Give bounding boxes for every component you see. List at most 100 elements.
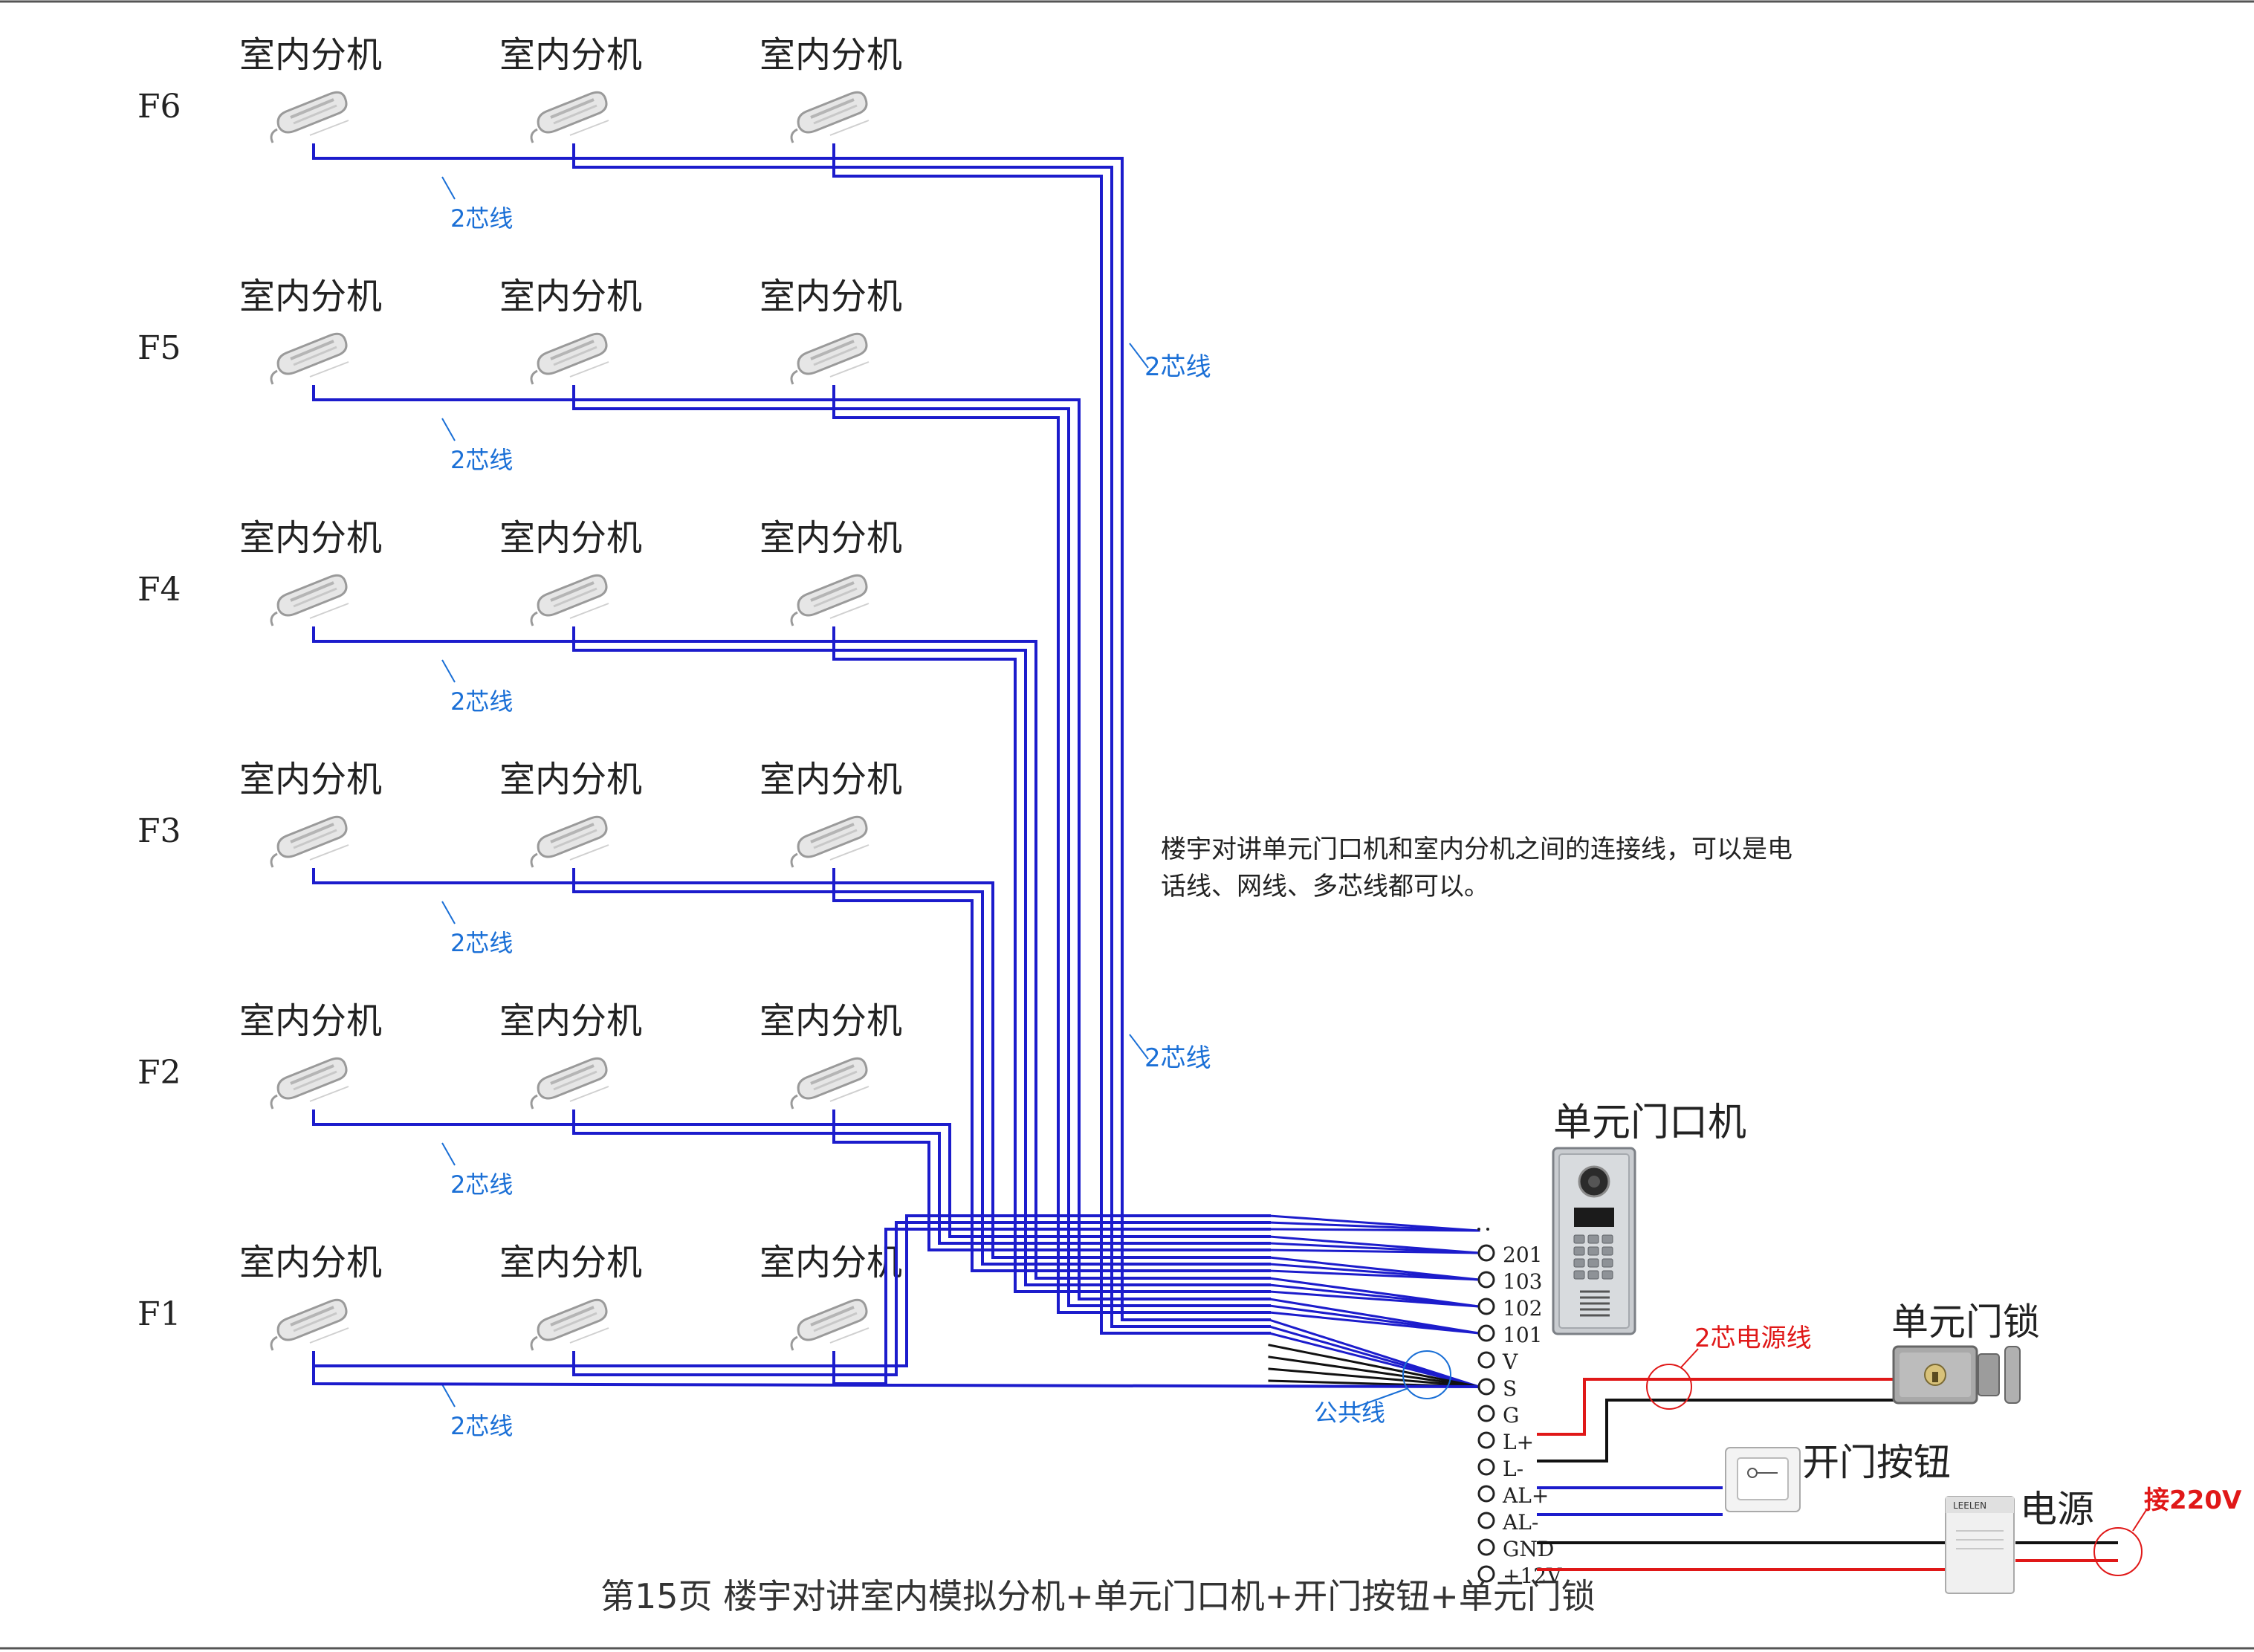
bus-layer (312, 143, 1481, 1389)
bus-conductor (572, 868, 1271, 1266)
terminal-label: 101 (1503, 1323, 1542, 1347)
terminal-screw (1477, 1244, 1495, 1262)
indoor-handset-icon (784, 73, 876, 147)
common-wire-marker (1402, 1350, 1451, 1399)
speaker-grille-icon (1580, 1290, 1610, 1317)
lock-cable-label: 2芯电源线 (1694, 1324, 1812, 1353)
common-wire-label: 公共线 (1314, 1399, 1385, 1427)
terminal-label: 102 (1503, 1296, 1542, 1321)
trunk-label: 2芯线 (1144, 1043, 1211, 1073)
exit-button-icon (1725, 1447, 1801, 1512)
floor-label: F5 (137, 329, 181, 367)
terminal-screw (1477, 1271, 1495, 1289)
indoor-unit-label: 室内分机 (239, 1000, 382, 1042)
indoor-unit-label: 室内分机 (499, 276, 642, 317)
lock-cable-marker (1646, 1364, 1692, 1410)
terminal-label: GND (1503, 1537, 1554, 1561)
bus-converge-line (1268, 1311, 1480, 1335)
bus-conductor (312, 385, 1271, 1300)
indoor-handset-icon (524, 73, 616, 147)
power-title: 电源 (2020, 1488, 2094, 1531)
indoor-unit-label: 室内分机 (760, 276, 902, 317)
indoor-unit-label: 室内分机 (760, 759, 902, 800)
indoor-unit-label: 室内分机 (239, 759, 382, 800)
note-line-1: 楼宇对讲单元门口机和室内分机之间的连接线，可以是电 (1161, 835, 1792, 864)
indoor-unit-label: 室内分机 (760, 1000, 902, 1042)
common-conductor (1268, 1344, 1480, 1388)
bus-conductor (312, 626, 1271, 1280)
indoor-unit-label: 室内分机 (499, 1242, 642, 1283)
floor-cable-label: 2芯线 (450, 1170, 513, 1199)
lock-power-wire (1537, 1378, 1894, 1436)
terminal-screw (1477, 1351, 1495, 1369)
trunk-label-upper: 2芯线 (1129, 343, 1211, 382)
indoor-handset-icon (524, 556, 616, 630)
lock-title: 单元门锁 (1891, 1300, 2040, 1344)
bus-conductor (572, 1221, 1271, 1376)
bus-conductor (572, 1110, 1271, 1245)
indoor-handset-icon (264, 314, 356, 389)
floor-row-f6: F6室内分机室内分机室内分机2芯线 (137, 34, 902, 233)
indoor-handset-icon (784, 797, 876, 872)
floor-row-f4: F4室内分机室内分机室内分机2芯线 (137, 517, 902, 716)
indoor-unit-label: 室内分机 (499, 759, 642, 800)
bus-conductor (572, 143, 1271, 1328)
floor-label: F3 (137, 812, 181, 850)
bus-conductor (572, 626, 1271, 1286)
terminal-screw (1477, 1512, 1495, 1529)
bus-conductor (832, 385, 1271, 1314)
power-brand: LEELEN (1953, 1500, 1986, 1511)
bus-conductor (832, 1110, 1271, 1251)
terminal-label: +12V (1503, 1564, 1562, 1588)
common-conductor (1268, 1367, 1480, 1388)
terminal-label: 201 (1503, 1243, 1542, 1267)
floor-row-f3: F3室内分机室内分机室内分机2芯线 (137, 759, 902, 957)
indoor-handset-icon (264, 556, 356, 630)
keypad-icon (1573, 1234, 1613, 1280)
floor-cable-label: 2芯线 (450, 1412, 513, 1440)
common-conductor (1268, 1355, 1480, 1388)
bus-conductor (832, 868, 1271, 1272)
indoor-unit-label: 室内分机 (239, 34, 382, 76)
indoor-unit-label: 室内分机 (760, 34, 902, 76)
bus-converge-line (1268, 1269, 1480, 1281)
indoor-handset-icon (264, 797, 356, 872)
indoor-handset-icon (784, 314, 876, 389)
indoor-handset-icon (524, 797, 616, 872)
bus-conductor (312, 1351, 1481, 1389)
trunk-label-lower: 2芯线 (1129, 1034, 1211, 1073)
terminal-label: G (1503, 1403, 1519, 1428)
bus-converge-line (1268, 1228, 1480, 1232)
indoor-handset-icon (784, 1280, 876, 1355)
terminal-screw (1477, 1324, 1495, 1342)
indoor-handset-icon (524, 1280, 616, 1355)
floor-row-f1: F1室内分机室内分机室内分机2芯线 (137, 1242, 902, 1440)
lock-return-wire (1537, 1399, 1894, 1462)
display-icon (1574, 1208, 1614, 1227)
indoor-handset-icon (264, 1280, 356, 1355)
bus-converge-line (1268, 1248, 1480, 1254)
terminal-label: L- (1503, 1457, 1523, 1481)
bus-conductor (832, 143, 1271, 1335)
terminal-screw (1477, 1298, 1495, 1315)
indoor-unit-label: 室内分机 (239, 1242, 382, 1283)
indoor-handset-icon (784, 1039, 876, 1113)
indoor-handset-icon (524, 1039, 616, 1113)
terminal-screw (1477, 1458, 1495, 1476)
terminal-screw (1477, 1485, 1495, 1503)
terminal-label: S (1503, 1376, 1517, 1401)
floor-cable-label: 2芯线 (450, 446, 513, 474)
bus-conductor (312, 143, 1271, 1321)
indoor-unit-label: 室内分机 (239, 276, 382, 317)
indoor-handset-icon (524, 314, 616, 389)
door-station-panel (1552, 1147, 1636, 1335)
bus-conductor (572, 385, 1271, 1307)
terminal-screw (1477, 1431, 1495, 1449)
terminal-screw (1477, 1378, 1495, 1396)
indoor-unit-label: 室内分机 (239, 517, 382, 559)
indoor-handset-icon (784, 556, 876, 630)
floor-cable-label: 2芯线 (450, 204, 513, 233)
indoor-unit-label: 室内分机 (499, 517, 642, 559)
